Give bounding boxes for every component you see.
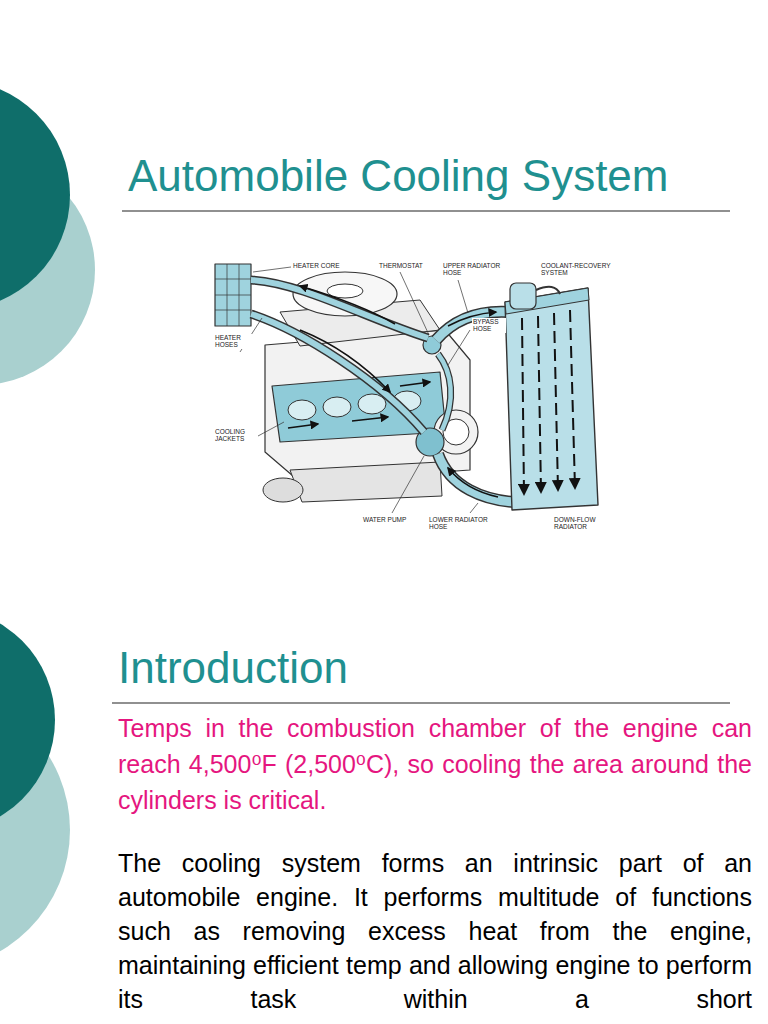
flow-arrow	[400, 382, 430, 386]
overflow-tube	[536, 287, 560, 294]
cylinder	[358, 394, 386, 414]
highlight-text: Temps in the combustion chamber of the e…	[118, 710, 752, 818]
lower-hose-outline	[438, 454, 514, 502]
flow-arrow	[538, 316, 541, 492]
part-label: COOLANT-RECOVERY SYSTEM	[540, 262, 614, 277]
part-label: HEATER CORE	[292, 262, 352, 269]
heater-core-fins	[215, 264, 251, 326]
part-label: DOWN-FLOW RADIATOR	[553, 516, 611, 531]
part-label: HEATER HOSES	[214, 334, 252, 349]
upper-radiator-hose	[436, 312, 510, 340]
heading-rule	[112, 702, 730, 703]
leader-lines	[240, 267, 478, 513]
coolant-recovery-tank	[510, 283, 536, 309]
leader-line	[392, 456, 424, 513]
slide-title: Automobile Cooling System	[128, 150, 748, 202]
bypass-hose	[438, 354, 451, 430]
flow-arrow	[554, 313, 558, 490]
part-label: COOLING JACKETS	[214, 428, 256, 443]
cylinder	[288, 400, 316, 420]
heater-hose-outline	[251, 314, 424, 432]
decor-circles	[0, 80, 95, 970]
dark-circle	[0, 608, 55, 832]
heater-core	[215, 264, 251, 326]
leader-line	[448, 330, 470, 365]
lower-radiator-hose	[438, 454, 514, 502]
hose-arrows	[288, 286, 498, 497]
title-rule	[122, 210, 730, 211]
engine-illustration	[215, 264, 598, 513]
section-heading: Introduction	[118, 642, 718, 694]
upper-hose-outline	[436, 312, 510, 340]
flow-arrow	[448, 468, 498, 497]
leader-line	[400, 272, 429, 335]
flow-arrow	[522, 318, 524, 494]
part-label: WATER PUMP	[362, 516, 418, 523]
leader-line	[458, 280, 468, 313]
body-text: The cooling system forms an intrinsic pa…	[118, 846, 752, 1016]
part-label: THERMOSTAT	[378, 262, 436, 269]
radiator	[505, 288, 598, 510]
flow-arrow	[300, 330, 390, 392]
oil-pan	[290, 462, 442, 502]
flow-arrow	[352, 417, 388, 421]
part-label: LOWER RADIATOR HOSE	[428, 516, 492, 531]
flow-arrow	[300, 286, 395, 324]
starter	[263, 478, 303, 502]
leader-line	[470, 503, 478, 513]
flow-arrows	[522, 310, 575, 494]
cylinder	[323, 397, 351, 417]
leader-line	[253, 267, 291, 272]
bypass-hose-outline	[438, 354, 451, 430]
flow-arrow	[570, 310, 575, 488]
part-label: BYPASS HOSE	[472, 318, 506, 333]
flow-arrow	[288, 424, 318, 428]
heater-hose	[251, 314, 424, 432]
leader-line	[258, 422, 284, 436]
part-label: UPPER RADIATOR HOSE	[442, 262, 504, 277]
dark-circle	[0, 80, 70, 310]
